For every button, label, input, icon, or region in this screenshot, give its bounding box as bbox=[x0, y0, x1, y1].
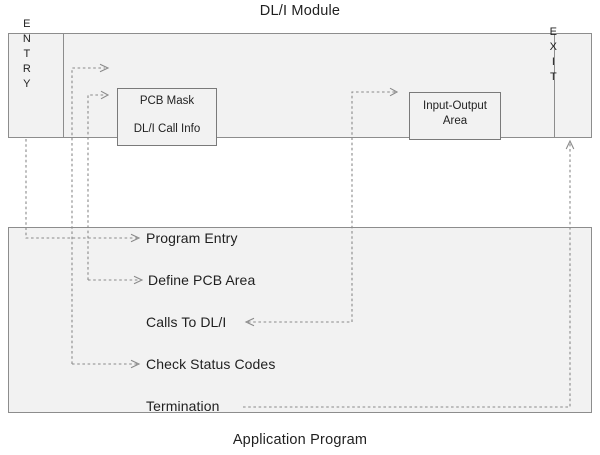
entry-char-3: R bbox=[22, 63, 32, 75]
pcb-mask-box: PCB Mask DL/I Call Info bbox=[117, 88, 217, 146]
input-output-area-box: Input-Output Area bbox=[409, 92, 501, 140]
exit-column-label: E X I T bbox=[530, 25, 577, 85]
entry-char-4: Y bbox=[23, 78, 31, 90]
exit-char-0: E bbox=[549, 26, 558, 38]
exit-char-3: T bbox=[549, 71, 558, 83]
application-program-panel bbox=[8, 227, 592, 413]
step-program-entry: Program Entry bbox=[146, 230, 238, 246]
step-check-status-codes: Check Status Codes bbox=[146, 356, 276, 372]
entry-divider bbox=[63, 34, 64, 137]
exit-char-1: X bbox=[549, 41, 558, 53]
page-title-application-program: Application Program bbox=[232, 432, 368, 448]
pcb-mask-label: PCB Mask bbox=[139, 95, 195, 107]
dli-call-info-label: DL/I Call Info bbox=[133, 123, 201, 135]
entry-column-label: E N T R Y bbox=[0, 17, 54, 92]
step-calls-to-dli: Calls To DL/I bbox=[146, 314, 227, 330]
exit-divider bbox=[554, 34, 555, 137]
dli-module-panel: PCB Mask DL/I Call Info Input-Output Are… bbox=[8, 33, 592, 146]
exit-char-2: I bbox=[551, 56, 556, 68]
input-output-area-label-line2: Area bbox=[442, 115, 468, 127]
step-termination: Termination bbox=[146, 398, 220, 414]
page-title-dli-module: DL/I Module bbox=[259, 3, 341, 19]
step-define-pcb-area: Define PCB Area bbox=[148, 272, 256, 288]
entry-char-2: T bbox=[23, 48, 31, 60]
entry-char-0: E bbox=[23, 18, 31, 30]
input-output-area-label-line1: Input-Output bbox=[423, 100, 487, 112]
entry-char-1: N bbox=[22, 33, 32, 45]
